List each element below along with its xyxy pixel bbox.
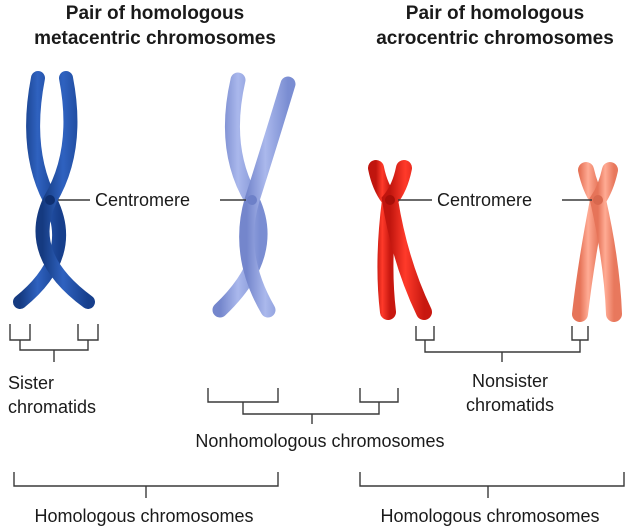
- metacentric-chromosome-dark: [13, 71, 95, 309]
- title-metacentric-line1: Pair of homologous: [66, 3, 244, 24]
- metacentric-chromosome-light: [212, 72, 296, 318]
- centromere-label-left: Centromere: [95, 190, 190, 210]
- homologous-label-right: Homologous chromosomes: [380, 506, 599, 526]
- nonsister-label-line1: Nonsister: [472, 371, 548, 391]
- nonhomologous-label: Nonhomologous chromosomes: [195, 431, 444, 451]
- sister-label-line2: chromatids: [8, 397, 96, 417]
- centromere-label-right: Centromere: [437, 190, 532, 210]
- centromere-dot: [45, 195, 55, 205]
- chromatid: [381, 160, 432, 320]
- nonsister-label-line2: chromatids: [466, 395, 554, 415]
- sister-label-line1: Sister: [8, 373, 54, 393]
- title-metacentric-line2: metacentric chromosomes: [34, 28, 276, 49]
- centromere-dot: [593, 195, 603, 205]
- chromatid: [35, 71, 95, 309]
- chromatid: [589, 162, 622, 322]
- nonsister-chromatids-bracket: [415, 326, 589, 362]
- title-acrocentric-line1: Pair of homologous: [406, 3, 584, 24]
- homologous-bracket-left: [13, 472, 279, 498]
- centromere-dot: [385, 195, 395, 205]
- acrocentric-chromosome-salmon: [572, 162, 622, 322]
- centromere-dot: [247, 195, 257, 205]
- acrocentric-chromosome-red: [368, 160, 432, 320]
- nonhomologous-bracket: [207, 388, 399, 424]
- title-acrocentric-line2: acrocentric chromosomes: [376, 28, 614, 49]
- sister-chromatids-bracket: [9, 324, 99, 362]
- homologous-bracket-right: [359, 472, 625, 498]
- homologous-label-left: Homologous chromosomes: [34, 506, 253, 526]
